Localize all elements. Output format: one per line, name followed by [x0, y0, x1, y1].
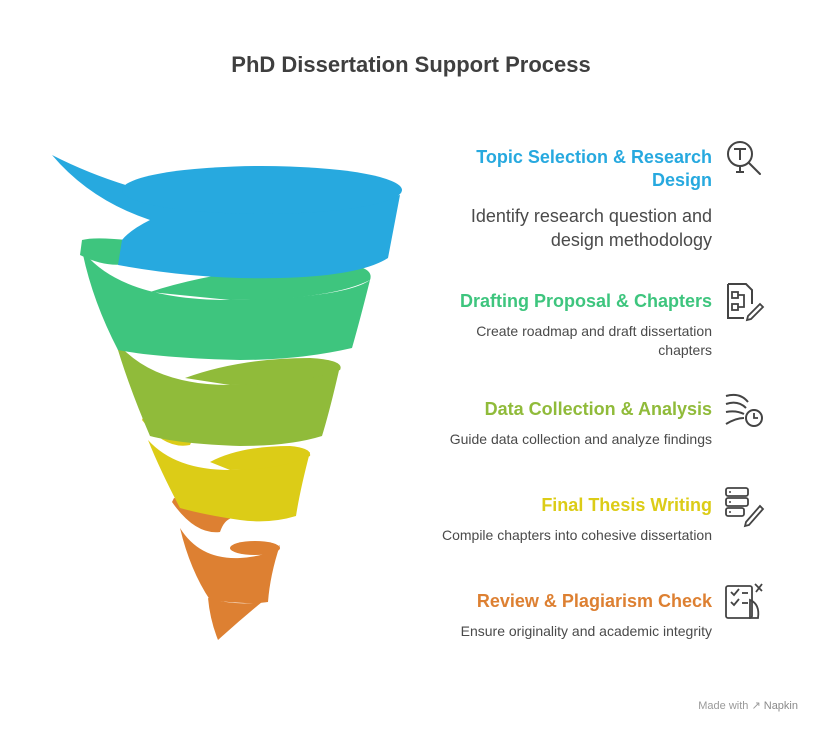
step-title: Final Thesis Writing [541, 495, 712, 515]
step-description: Compile chapters into cohesive dissertat… [441, 527, 712, 543]
step-title: Review & Plagiarism Check [476, 591, 712, 611]
data-flow-clock-icon [725, 393, 763, 427]
step-topic-selection: Topic Selection & Research Design Identi… [471, 146, 712, 252]
step-title: Data Collection & Analysis [484, 399, 712, 419]
funnel-band-orange [180, 528, 280, 604]
funnel-band-blue [52, 155, 400, 279]
step-title: Topic Selection & Research [476, 147, 712, 167]
step-title-line2: Design [651, 170, 712, 190]
checklist-review-icon [725, 583, 763, 619]
footer-credit: Made with ↗ Napkin [698, 699, 798, 712]
step-review-plagiarism: Review & Plagiarism Check Ensure origina… [461, 590, 712, 641]
magnifier-text-icon [727, 141, 761, 175]
step-description: Create roadmap and draft dissertation [476, 323, 712, 339]
step-description-line2: design methodology [550, 230, 712, 250]
step-data-collection: Data Collection & Analysis Guide data co… [450, 398, 712, 449]
document-edit-icon [727, 283, 765, 322]
funnel-tip [208, 598, 262, 640]
step-description: Identify research question and [470, 206, 712, 226]
funnel-band-orange-top [230, 541, 280, 555]
funnel-band-yellow-top [210, 446, 311, 470]
funnel-band-yellow [148, 440, 310, 522]
footer-prefix: Made with [698, 700, 749, 712]
step-drafting-proposal: Drafting Proposal & Chapters Create road… [460, 290, 712, 360]
funnel-band-green [82, 250, 370, 360]
funnel-band-lime-top [185, 358, 341, 385]
footer-brand: Napkin [763, 700, 798, 712]
step-title: Drafting Proposal & Chapters [459, 291, 712, 311]
list-pencil-icon [725, 487, 765, 528]
step-description: Guide data collection and analyze findin… [449, 431, 712, 447]
page-title: PhD Dissertation Support Process [231, 52, 591, 77]
step-description: Ensure originality and academic integrit… [460, 623, 712, 639]
funnel-band-blue-top [122, 166, 402, 214]
step-description-line2: chapters [658, 342, 712, 358]
napkin-logo-icon: ↗ [751, 700, 761, 712]
funnel-band-lime [115, 340, 340, 446]
step-final-thesis: Final Thesis Writing Compile chapters in… [442, 494, 712, 545]
